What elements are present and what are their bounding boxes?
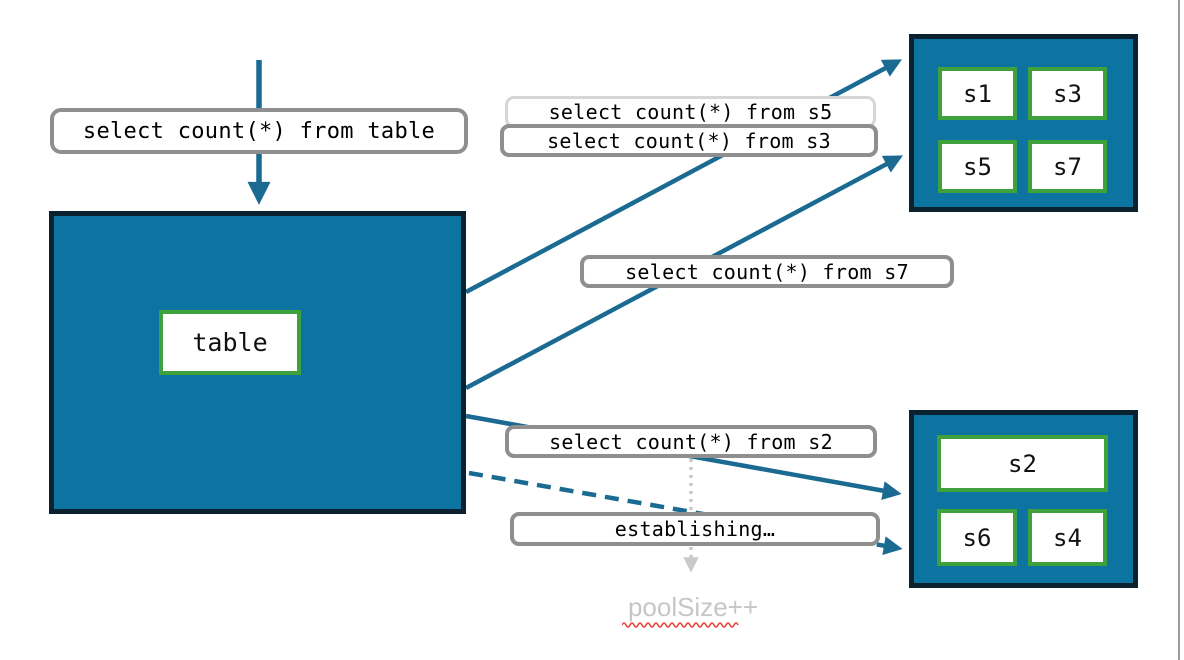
poolsize-label[interactable]: poolSize++: [608, 592, 778, 624]
shard-pool-top-box[interactable]: s1 s3 s5 s7: [909, 34, 1138, 212]
query-label-s3[interactable]: select count(*) from s3: [500, 124, 878, 157]
shard-node-s6[interactable]: s6: [937, 509, 1017, 566]
window-edge-line: [1178, 0, 1180, 660]
shard-s1-label: s1: [963, 79, 992, 108]
arrow-establishing-dashed[interactable]: [468, 470, 903, 556]
shard-node-s4[interactable]: s4: [1028, 509, 1107, 566]
shard-s6-label: s6: [962, 523, 992, 552]
query-label-s7-text: select count(*) from s7: [625, 259, 909, 284]
query-label-s2-text: select count(*) from s2: [549, 429, 833, 454]
query-label-s5[interactable]: select count(*) from s5: [505, 96, 876, 128]
query-label-table-text: select count(*) from table: [82, 118, 436, 144]
shard-node-s3[interactable]: s3: [1028, 67, 1107, 120]
shard-s4-label: s4: [1053, 523, 1082, 552]
table-pool-box[interactable]: table: [49, 211, 466, 514]
poolsize-label-text: poolSize++: [627, 592, 759, 622]
spellcheck-squiggle: [622, 622, 739, 628]
query-label-s5-text: select count(*) from s5: [548, 100, 833, 124]
shard-node-s7[interactable]: s7: [1028, 140, 1107, 193]
shard-node-s1[interactable]: s1: [938, 67, 1017, 120]
query-label-establishing[interactable]: establishing…: [510, 512, 880, 546]
shard-s7-label: s7: [1053, 152, 1082, 181]
shard-pool-bottom-box[interactable]: s2 s6 s4: [909, 410, 1138, 588]
query-label-table[interactable]: select count(*) from table: [50, 108, 468, 154]
shard-node-s2[interactable]: s2: [937, 435, 1108, 492]
shard-s5-label: s5: [963, 152, 992, 181]
shard-s3-label: s3: [1053, 79, 1082, 108]
query-label-s7[interactable]: select count(*) from s7: [580, 255, 954, 288]
shard-s2-label: s2: [1008, 449, 1037, 478]
query-label-establishing-text: establishing…: [614, 517, 776, 541]
query-label-s3-text: select count(*) from s3: [547, 128, 831, 153]
query-label-s2[interactable]: select count(*) from s2: [505, 425, 877, 458]
table-node[interactable]: table: [159, 310, 301, 375]
table-node-label: table: [192, 328, 268, 357]
shard-node-s5[interactable]: s5: [938, 140, 1017, 193]
